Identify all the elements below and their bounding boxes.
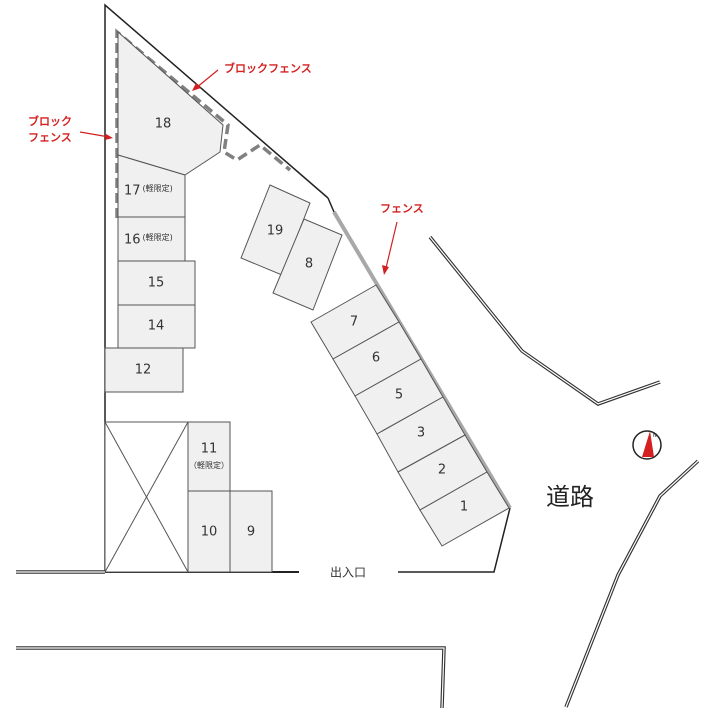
- space-label: 9: [247, 525, 255, 540]
- parking-space-16[interactable]: 16(軽限定): [117, 216, 186, 262]
- parking-space-18[interactable]: 18: [117, 30, 224, 176]
- road-label: 道路: [546, 483, 594, 511]
- svg-text:N: N: [653, 433, 657, 439]
- parking-space-10[interactable]: 10: [187, 490, 231, 573]
- space-label: 12: [135, 363, 152, 378]
- parking-space-11[interactable]: 11 （軽限定）: [187, 421, 231, 492]
- annotation-fence-right: フェンス: [380, 202, 424, 275]
- parking-space-1[interactable]: 1: [419, 471, 510, 547]
- space-label: 5: [395, 388, 403, 403]
- road-edges: [16, 235, 700, 709]
- parking-space-9[interactable]: 9: [229, 490, 273, 573]
- space-label: 10: [201, 525, 218, 540]
- space-label: 11: [201, 442, 218, 457]
- unavailable-area: [104, 421, 189, 573]
- space-label: 6: [372, 351, 380, 366]
- space-note: （軽限定）: [189, 460, 229, 470]
- space-label: 17(軽限定): [124, 183, 173, 199]
- space-label: 8: [305, 257, 313, 272]
- parking-space-8[interactable]: 8: [272, 218, 343, 311]
- svg-text:ブロック: ブロック: [28, 114, 72, 128]
- north-arrow-icon: N: [632, 430, 662, 460]
- parking-space-15[interactable]: 15: [117, 260, 196, 306]
- space-label: 7: [350, 315, 358, 330]
- parking-space-17[interactable]: 17(軽限定): [117, 154, 186, 218]
- space-label: 18: [155, 117, 172, 132]
- annotation-block-fence-top: ブロックフェンス: [192, 61, 312, 91]
- entrance-label: 出入口: [330, 566, 366, 580]
- space-label: 1: [460, 500, 468, 515]
- parking-row-diagonal: 7 6 5 3 2 1: [310, 284, 510, 547]
- parking-space-12[interactable]: 12: [104, 347, 184, 393]
- svg-text:フェンス: フェンス: [28, 131, 72, 144]
- space-label: 16(軽限定): [124, 232, 173, 248]
- svg-text:ブロックフェンス: ブロックフェンス: [224, 61, 312, 75]
- space-label: 3: [417, 426, 425, 441]
- space-label: 2: [438, 463, 446, 478]
- block-fence: [115, 28, 292, 218]
- annotation-block-fence-left: ブロック フェンス: [28, 114, 113, 144]
- space-label: 14: [148, 319, 165, 334]
- space-label: 19: [267, 224, 284, 239]
- space-label: 15: [148, 276, 165, 291]
- svg-text:フェンス: フェンス: [380, 202, 424, 215]
- parking-space-14[interactable]: 14: [117, 304, 196, 349]
